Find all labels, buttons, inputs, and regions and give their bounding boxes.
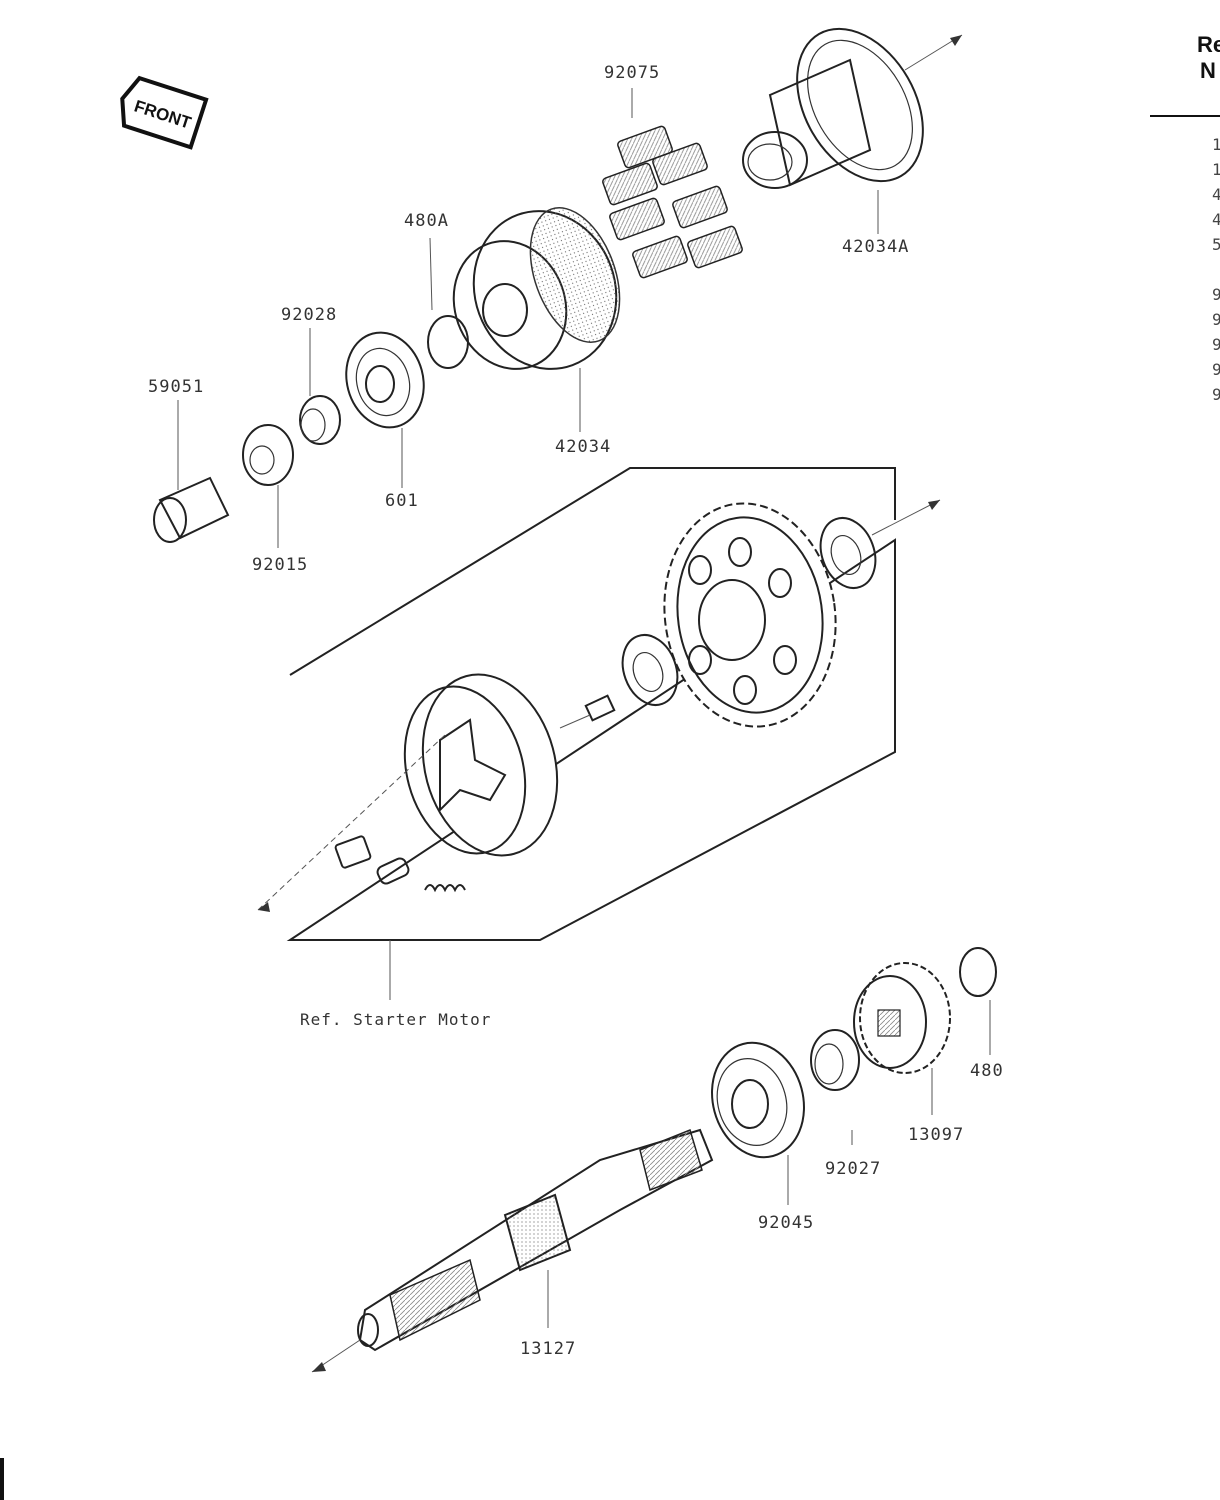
part-92027-collar xyxy=(810,1029,860,1145)
front-direction-badge: FRONT xyxy=(120,75,209,150)
side-number: 9 xyxy=(1212,385,1220,404)
label-92075: 92075 xyxy=(604,63,660,83)
side-number: 1 xyxy=(1212,135,1220,154)
side-number: 9 xyxy=(1212,360,1220,379)
part-601-bearing xyxy=(345,331,425,488)
part-42034-gear xyxy=(452,207,621,370)
label-13097: 13097 xyxy=(908,1125,964,1145)
starter-driven-sprocket xyxy=(663,502,837,728)
label-92027: 92027 xyxy=(825,1159,881,1179)
side-number: 1 xyxy=(1212,160,1220,179)
starter-clutch-housing xyxy=(403,673,559,857)
label-92015: 92015 xyxy=(252,555,308,575)
label-480: 480 xyxy=(970,1061,1004,1081)
label-92028: 92028 xyxy=(281,305,337,325)
label-59051: 59051 xyxy=(148,377,204,397)
side-column-numbers: 1 1 4 4 5 9 9 9 9 9 xyxy=(1212,135,1220,404)
label-13127: 13127 xyxy=(520,1339,576,1359)
starter-axis-line xyxy=(257,734,446,911)
part-480A-circlip xyxy=(427,237,469,369)
label-42034: 42034 xyxy=(555,437,611,457)
header-text-line1: Re xyxy=(1197,32,1220,57)
part-92015-nut xyxy=(242,424,294,548)
page-edge-mark xyxy=(0,1458,4,1500)
starter-clutch-plunger xyxy=(376,857,410,885)
ref-starter-motor-note: Ref. Starter Motor xyxy=(300,1010,491,1029)
starter-clutch-bolt xyxy=(559,694,616,729)
part-59051-pinion xyxy=(153,400,230,543)
part-13127-shaft xyxy=(311,1128,714,1373)
label-42034A: 42034A xyxy=(842,237,909,257)
part-480-circlip xyxy=(959,947,997,1055)
starter-thrust-washer-left xyxy=(621,634,679,706)
side-number: 4 xyxy=(1212,210,1220,229)
starter-clutch-roller xyxy=(334,835,372,869)
side-number: 9 xyxy=(1212,310,1220,329)
starter-clutch-spring xyxy=(424,884,466,893)
part-92075-rollers xyxy=(602,125,743,279)
part-92028-collar xyxy=(299,328,341,445)
side-number: 9 xyxy=(1212,335,1220,354)
side-number: 9 xyxy=(1212,285,1220,304)
starter-thrust-washer-right xyxy=(819,499,941,589)
side-number: 4 xyxy=(1212,185,1220,204)
header-text-line2: N xyxy=(1200,58,1216,83)
side-number: 5 xyxy=(1212,235,1220,254)
part-42034A-hub xyxy=(742,27,963,189)
label-92045: 92045 xyxy=(758,1213,814,1233)
part-92045-bearing xyxy=(711,1041,805,1205)
label-601: 601 xyxy=(385,491,419,511)
label-480A: 480A xyxy=(404,211,449,231)
part-13097-gear xyxy=(853,962,951,1115)
